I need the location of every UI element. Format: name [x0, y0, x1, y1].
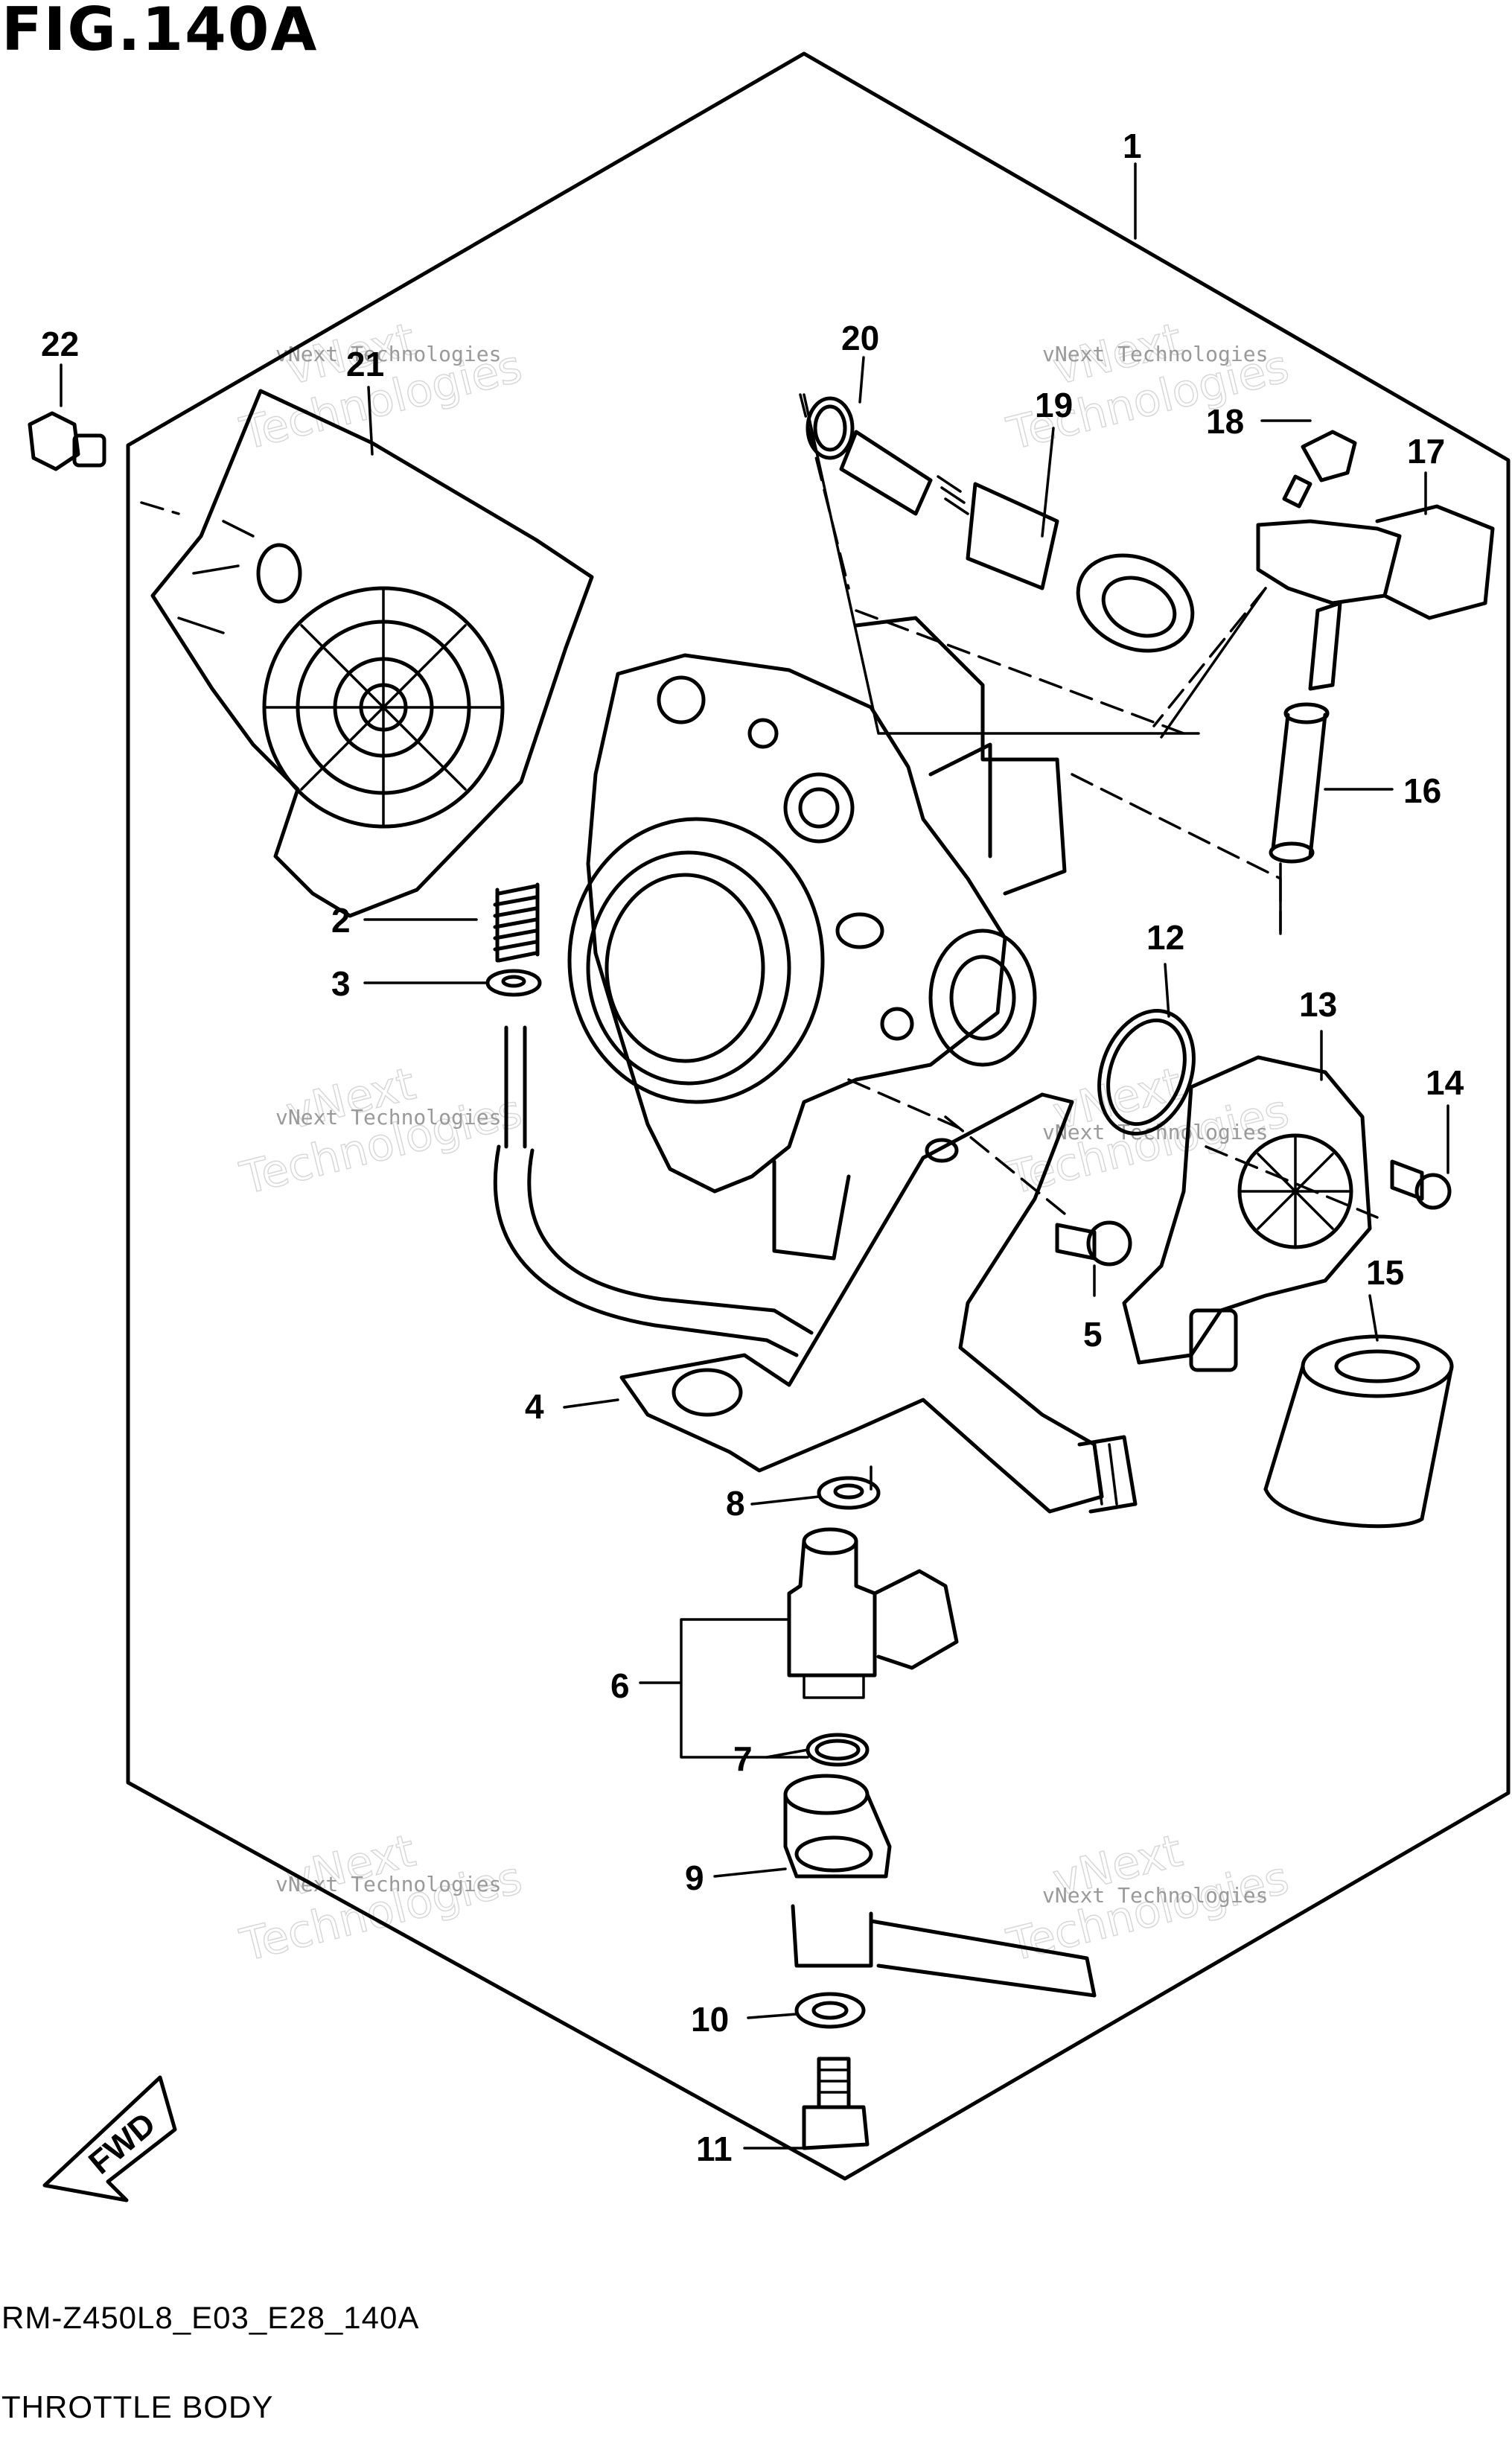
callout-16: 16 [1403, 771, 1441, 810]
part-4-bracket [619, 1092, 1138, 1514]
callout-20: 20 [841, 319, 879, 357]
callout-19: 19 [1035, 386, 1073, 424]
callout-13: 13 [1299, 985, 1337, 1024]
assembly-boundary [126, 51, 1511, 2181]
part-10-washer [794, 1992, 866, 2029]
part-21-cover [150, 389, 594, 918]
part-5-screw [1055, 1220, 1132, 1267]
part-11-bolt [802, 2057, 870, 2150]
callout-17: 17 [1407, 432, 1445, 471]
callout-7: 7 [733, 1739, 753, 1778]
watermark-small: vNext Technologies [1042, 342, 1268, 366]
fwd-arrow: FWD [42, 2075, 177, 2202]
watermark-small: vNext Technologies [275, 342, 501, 366]
part-8-washer [817, 1476, 881, 1510]
callout-5: 5 [1083, 1315, 1103, 1354]
callout-8: 8 [726, 1484, 745, 1523]
callout-18: 18 [1206, 402, 1244, 441]
part-14-bolt [1390, 1159, 1452, 1210]
callout-4: 4 [525, 1387, 544, 1426]
part-20-o-ring [806, 396, 855, 460]
watermark-small: vNext Technologies [275, 1105, 501, 1130]
callout-leaders [60, 162, 1449, 2150]
watermark-small: vNext Technologies [1042, 1883, 1268, 1908]
callout-22: 22 [41, 325, 79, 363]
callout-labels: 1 2 3 4 5 6 7 8 9 10 11 12 13 14 15 16 1… [41, 127, 1464, 2168]
part-6-injector [787, 1527, 959, 1699]
part-19-valve [839, 430, 1195, 653]
callout-6: 6 [610, 1666, 630, 1705]
part-16-hose [1269, 702, 1330, 864]
part-22-bolt [28, 411, 106, 471]
callout-15: 15 [1366, 1253, 1404, 1292]
part-3-washer [485, 969, 542, 997]
model-code: RM-Z450L8_E03_E28_140A [1, 2300, 420, 2335]
callout-3: 3 [331, 964, 351, 1003]
callout-21: 21 [346, 345, 384, 383]
callout-2: 2 [331, 901, 351, 940]
callout-11: 11 [696, 2130, 733, 2168]
part-15-filter [1263, 1334, 1454, 1529]
section-name: THROTTLE BODY [1, 2389, 274, 2424]
part-1-throttle-body [567, 616, 1067, 1261]
callout-9: 9 [685, 1858, 704, 1897]
callout-1: 1 [1123, 127, 1142, 165]
assembly-leader-lines [140, 393, 1379, 1491]
watermark-group: vNext Technologies vNext Technologies vN… [235, 313, 1294, 1972]
part-cable-rod [493, 1025, 814, 1357]
part-13-sensor [1122, 1055, 1372, 1372]
watermark-small: vNext Technologies [1042, 1120, 1268, 1144]
part-18-screw [1282, 430, 1357, 509]
part-9-fuel-fitting [783, 1774, 1097, 1998]
callout-12: 12 [1146, 918, 1184, 957]
part-7-o-ring [806, 1733, 870, 1767]
callout-14: 14 [1426, 1063, 1464, 1102]
part-17-connector [1256, 504, 1495, 691]
callout-10: 10 [691, 2000, 729, 2039]
figure-title: FIG.140A [1, 0, 319, 64]
part-2-spring [493, 882, 540, 963]
